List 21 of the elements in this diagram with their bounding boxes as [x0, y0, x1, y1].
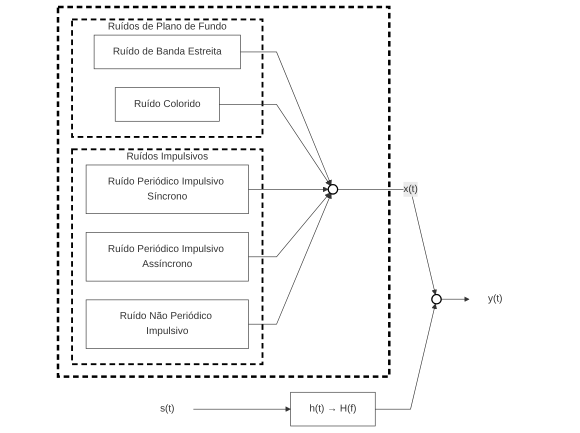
node-text: s(t) — [160, 404, 175, 414]
arrow — [219, 104, 331, 186]
arrow — [248, 193, 332, 325]
arrow — [248, 192, 331, 258]
cluster — [57, 6, 391, 378]
arrow — [240, 52, 332, 186]
arrow — [375, 304, 438, 410]
node-box: Ruído Não Periódico Impulsivo — [86, 300, 250, 349]
arrow — [338, 189, 438, 295]
node-box: h(t) → H(f) — [290, 392, 376, 426]
node-box: Ruído de Banda Estreita — [94, 34, 242, 70]
edge-label: x(t) — [404, 184, 418, 194]
arrow — [441, 296, 470, 302]
arrow — [193, 406, 292, 412]
node-circle — [328, 184, 339, 195]
arrow — [248, 186, 329, 192]
node-box: Ruído Colorido — [115, 87, 220, 122]
node-box: Ruído Periódico Impulsivo Assíncrono — [86, 232, 250, 282]
node-circle — [432, 294, 442, 305]
node-text: y(t) — [488, 294, 503, 304]
node-box: Ruído Periódico Impulsivo Síncrono — [86, 164, 250, 214]
